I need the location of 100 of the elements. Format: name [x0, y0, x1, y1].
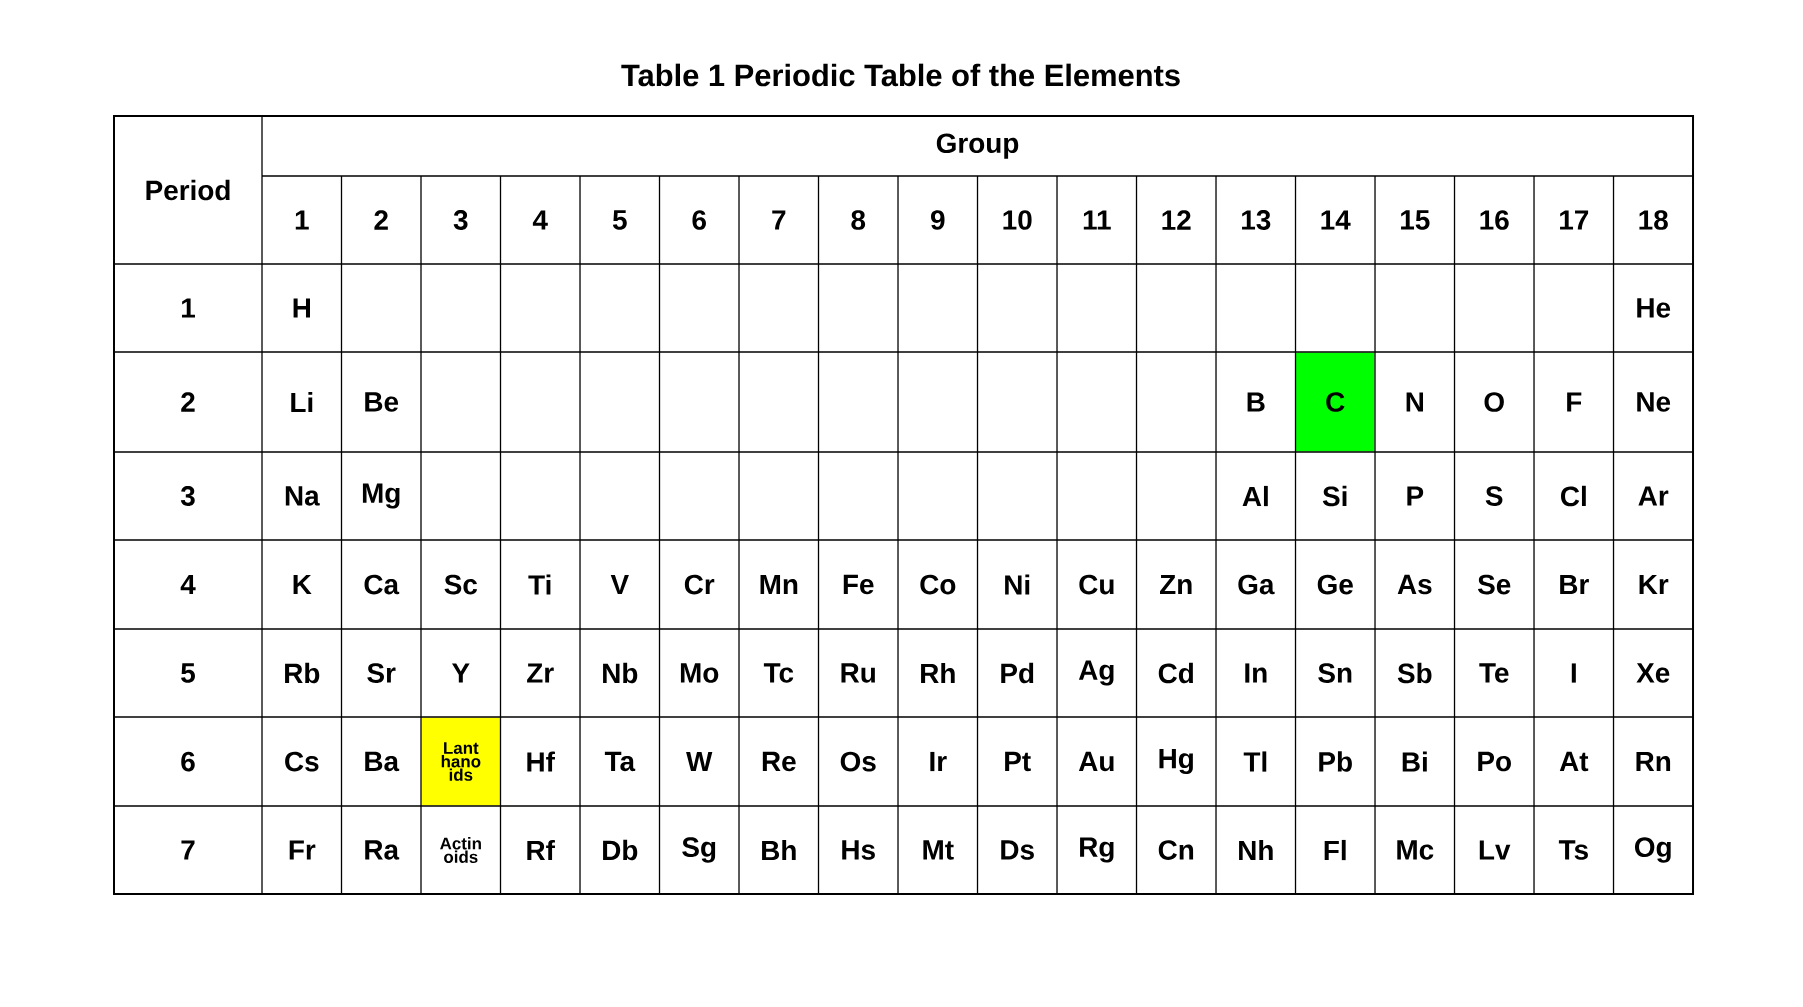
element-symbol: Bi [1402, 751, 1427, 772]
element-symbol: At [1559, 751, 1589, 772]
element-symbol: In [1245, 663, 1267, 683]
element-symbol: Nb [603, 662, 638, 684]
element-symbol: Zn [1160, 574, 1192, 595]
element-symbol: Po [1478, 751, 1511, 772]
group-number: 5 [612, 210, 627, 230]
element-symbol: Rf [527, 839, 555, 861]
element-symbol: Fr [289, 840, 316, 860]
element-symbol: Ir [930, 751, 947, 772]
element-symbol: Ni [1005, 574, 1030, 595]
highlighted-cell: C [1295, 352, 1375, 452]
period-number: 1 [182, 298, 195, 318]
element-symbol: Cn [1158, 840, 1194, 860]
element-symbol: Ge [1317, 574, 1353, 595]
element-symbol: Sc [444, 574, 478, 595]
element-symbol: Se [1477, 574, 1511, 595]
element-symbol: Ne [1637, 392, 1671, 412]
element-symbol: Os [840, 751, 876, 772]
element-symbol: Pd [1001, 662, 1034, 684]
group-number: 4 [532, 210, 548, 230]
element-symbol: Mg [362, 483, 400, 509]
element-symbol: Ds [1001, 840, 1034, 860]
element-symbol: Br [1560, 574, 1589, 595]
group-number: 8 [851, 210, 866, 230]
element-symbol: Mn [760, 574, 798, 595]
element-symbol: K [293, 574, 312, 595]
group-number: 13 [1242, 210, 1271, 230]
element-symbol: Ta [604, 751, 636, 772]
group-number: 12 [1162, 210, 1191, 230]
element-symbol: As [1397, 574, 1432, 595]
group-number: 18 [1639, 210, 1668, 230]
element-symbol: Al [1242, 485, 1268, 507]
element-symbol: Rn [1636, 751, 1671, 772]
element-symbol: Sb [1397, 662, 1432, 684]
element-symbol: Si [1322, 485, 1347, 507]
period-number: 7 [181, 840, 195, 860]
element-symbol: Pt [1005, 751, 1031, 772]
element-symbol: Cs [285, 751, 319, 772]
period-number: 5 [181, 663, 195, 683]
element-symbol: Au [1078, 751, 1114, 772]
element-symbol: Db [603, 839, 638, 861]
element-symbol: Bh [762, 839, 796, 861]
element-symbol: Ti [528, 574, 551, 595]
group-number: 17 [1560, 210, 1589, 230]
element-symbol: Cu [1079, 574, 1114, 595]
group-number: 6 [692, 210, 706, 230]
element-symbol: Ru [841, 663, 875, 683]
element-symbol: B [1247, 392, 1265, 412]
element-symbol: Fe [843, 574, 874, 595]
period-number: 2 [181, 392, 195, 412]
element-symbol: Hg [1159, 748, 1193, 775]
group-number: 10 [1003, 210, 1032, 230]
element-symbol: Pb [1319, 751, 1352, 772]
group-number: 7 [772, 210, 786, 230]
element-symbol: Mc [1397, 840, 1434, 860]
title: Table 1 Periodic Table of the Elements [621, 63, 1180, 87]
element-symbol: Te [1479, 663, 1509, 683]
element-symbol: Cd [1158, 662, 1193, 684]
element-symbol: Nh [1239, 839, 1273, 861]
element-symbol: Sr [367, 663, 396, 683]
group-number: 9 [931, 210, 945, 230]
group-number: 16 [1480, 210, 1509, 230]
group-number: 11 [1083, 210, 1111, 230]
element-symbol: Co [920, 574, 956, 595]
element-symbol: Ga [1238, 574, 1275, 595]
group-number: 14 [1321, 210, 1351, 230]
group-number: 15 [1401, 210, 1430, 230]
element-symbol: Hf [527, 751, 555, 772]
element-symbol: Re [762, 751, 796, 772]
element-symbol: Ca [364, 574, 400, 595]
period-number: 4 [180, 574, 196, 595]
element-symbol: Sn [1318, 663, 1352, 683]
element-symbol: Hs [842, 840, 875, 860]
group-number: 3 [453, 210, 468, 230]
group-number: 2 [374, 210, 388, 230]
element-symbol: Ts [1558, 840, 1588, 860]
period-number: 6 [181, 751, 195, 772]
element-symbol: W [686, 751, 713, 772]
element-symbol: Ra [365, 840, 400, 860]
element-symbol: Ar [1638, 486, 1669, 506]
element-symbol: Zr [527, 663, 554, 683]
element-symbol: O [1484, 392, 1504, 412]
element-symbol: Lv [1479, 840, 1511, 860]
element-symbol: N [1406, 392, 1423, 412]
element-symbol: P [1407, 486, 1424, 506]
element-symbol: F [1567, 392, 1582, 412]
element-symbol: Kr [1639, 574, 1669, 595]
period-number: 3 [180, 486, 195, 506]
element-symbol: Cr [684, 574, 715, 595]
element-symbol: I [1571, 663, 1576, 683]
element-symbol: V [610, 574, 629, 595]
element-symbol: S [1485, 486, 1503, 506]
element-name: Actin oids [440, 837, 481, 863]
column-heading: Period [146, 179, 230, 201]
column-heading: Group [936, 133, 1019, 159]
element-symbol: Mo [680, 663, 719, 683]
element-symbol: Xe [1636, 663, 1670, 683]
highlighted-cell: Lant hano ids [421, 717, 501, 806]
element-symbol: He [1637, 298, 1671, 318]
